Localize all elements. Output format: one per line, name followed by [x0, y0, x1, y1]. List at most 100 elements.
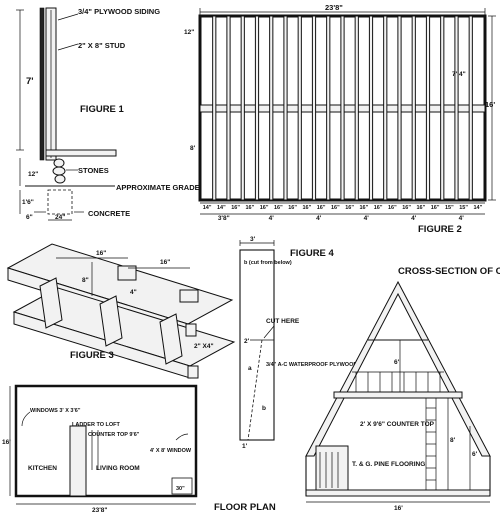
- loft-ladder: [425, 398, 437, 490]
- floor-joist: [212, 15, 217, 201]
- joist-spacing-label: 15": [459, 205, 468, 211]
- cabin-cross-section: CROSS-SECTION OF CABIN: [305, 266, 500, 512]
- kitchen-label: KITCHEN: [28, 465, 57, 472]
- floor-joist: [397, 15, 402, 201]
- joist-height-label: 8": [82, 277, 89, 284]
- post-spacing-label: 4': [364, 215, 370, 222]
- post-spacing-label: 4': [316, 215, 322, 222]
- framing-lower-label: 8': [190, 145, 196, 152]
- joist-spacing-label: 16": [345, 205, 354, 211]
- floor-joist: [454, 15, 459, 201]
- joist-spacing-label: 16": [388, 205, 397, 211]
- plywood-sheet: [239, 249, 275, 441]
- figure1-wall-section: 3/4" PLYWOOD SIDING 2" X 8" STUD 7' FIGU…: [16, 7, 200, 221]
- joist-spacing-row: 14" 14" 16" 16" 16" 16" 16" 16" 16" 16" 16" 16" 16" 1…: [200, 202, 485, 211]
- plywood-siding: [39, 7, 45, 161]
- floor-plan-title: FLOOR PLAN: [214, 502, 276, 513]
- floor-joist: [240, 15, 245, 201]
- windows-label: WINDOWS 3' X 3'6": [30, 408, 81, 414]
- joist-spacing-label: 14": [474, 205, 483, 211]
- figure2-title: FIGURE 2: [418, 224, 462, 235]
- door-width-label: 30": [176, 486, 185, 492]
- loft-height-label: 6': [394, 359, 400, 366]
- stones: [52, 158, 66, 184]
- footing-width-label: 6": [26, 214, 33, 221]
- joist-spacing-label: 16": [246, 205, 255, 211]
- living-room-label: LIVING ROOM: [96, 465, 140, 472]
- cabin-floor: [305, 489, 491, 497]
- floor-joist: [468, 15, 473, 201]
- framing-width-label: 23'8": [325, 3, 343, 12]
- lumber-size-label: 2" X4": [194, 343, 214, 350]
- piece-a-label: a: [248, 365, 252, 372]
- joist-spacing-label: 16": [317, 205, 326, 211]
- plan-depth-label: 16': [2, 439, 11, 446]
- post-spacing-row: 3'8"4'4'4'4'4': [200, 213, 485, 222]
- floor-joist: [226, 15, 231, 201]
- concrete-label: CONCRETE: [88, 209, 130, 218]
- joist-spacing-label: 14": [217, 205, 226, 211]
- floor-joist: [269, 15, 274, 201]
- figure2-framing-plan: 23'8" 12" 16' 7' 4" 8' 14" 14" 16" 16" 16" 16…: [184, 3, 496, 235]
- piece-b-label: b: [262, 405, 266, 412]
- floor-joist: [283, 15, 288, 201]
- bottom-offset-label: 1': [242, 443, 248, 450]
- floor-joists: [212, 15, 473, 201]
- framing-half-label: 7' 4": [452, 71, 466, 78]
- floor-joist: [254, 15, 260, 201]
- joist-spacing-label: 16": [303, 205, 312, 211]
- figure4-plywood-cut: 3' b (cut from below) 2' CUT HERE 3/4" A…: [239, 236, 357, 450]
- stud-label: 2" X 8" STUD: [78, 41, 126, 50]
- joist-spacing-label: 15": [445, 205, 454, 211]
- joist-spacing-label: 16": [231, 205, 240, 211]
- joist-dim-b: 16": [160, 259, 170, 266]
- framing-top-offset-label: 12": [184, 29, 194, 36]
- cabin-width-label: 16': [394, 505, 403, 512]
- loft-railing: [352, 371, 444, 392]
- floor-plan-outline: [14, 384, 198, 498]
- cut-line: [247, 339, 263, 441]
- joist-spacing-label: 16": [417, 205, 426, 211]
- joist-spacing-label: 16": [374, 205, 383, 211]
- joist-spacing-label: 16": [331, 205, 340, 211]
- counter-block: [69, 425, 87, 497]
- post-spacing-label: 4': [269, 215, 275, 222]
- wall-height-8-label: 8': [450, 437, 456, 444]
- concrete-footing: [47, 189, 73, 215]
- floor-joist: [326, 15, 331, 201]
- post-spacing-label: 4': [411, 215, 417, 222]
- plan-width-label: 23'8": [92, 507, 107, 514]
- crawl-gap-label: 12": [28, 171, 38, 178]
- floor-joist: [340, 15, 345, 201]
- floor-joist: [297, 15, 302, 201]
- footing-depth-label: 1'6": [22, 199, 34, 206]
- b-note-label: b (cut from below): [244, 260, 292, 266]
- plywood-spec-label: 3/4" A-C WATERPROOF PLYWOOD: [266, 362, 357, 368]
- post-spacing-label: 4': [459, 215, 465, 222]
- floor-joist: [440, 15, 445, 201]
- joist-spacing-label: 16": [402, 205, 411, 211]
- offset-label: 2': [244, 338, 250, 345]
- floor-plate: [45, 149, 117, 157]
- plywood-width-label: 3': [250, 236, 256, 243]
- floor-joist: [383, 15, 388, 201]
- figure3-joist-detail: 16" 16" 8" 4" 2" X4" FIGURE 3: [6, 243, 236, 379]
- joist-dim-a: 16": [96, 250, 106, 257]
- siding-label: 3/4" PLYWOOD SIDING: [78, 7, 160, 16]
- floor-joist: [411, 15, 416, 201]
- a-frame-roof: [305, 280, 491, 457]
- joist-spacing-label: 16": [288, 205, 297, 211]
- joist-spacing-label: 16": [360, 205, 369, 211]
- joist-spacing-label: 14": [203, 205, 212, 211]
- flooring-label: T. & G. PINE FLOORING: [352, 461, 425, 468]
- framing-depth-label: 16': [485, 100, 495, 109]
- cross-section-title: CROSS-SECTION OF CABIN: [398, 266, 500, 277]
- loft-floor: [333, 391, 463, 399]
- wall-height-6-label: 6': [472, 451, 478, 458]
- counter-label: COUNTER TOP 9'6": [88, 432, 140, 438]
- joist-spacing-label: 16": [260, 205, 269, 211]
- window-size-label: 4' X 8' WINDOW: [150, 448, 192, 454]
- cut-here-label: CUT HERE: [266, 318, 300, 325]
- ladder-label: LADDER TO LOFT: [72, 422, 121, 428]
